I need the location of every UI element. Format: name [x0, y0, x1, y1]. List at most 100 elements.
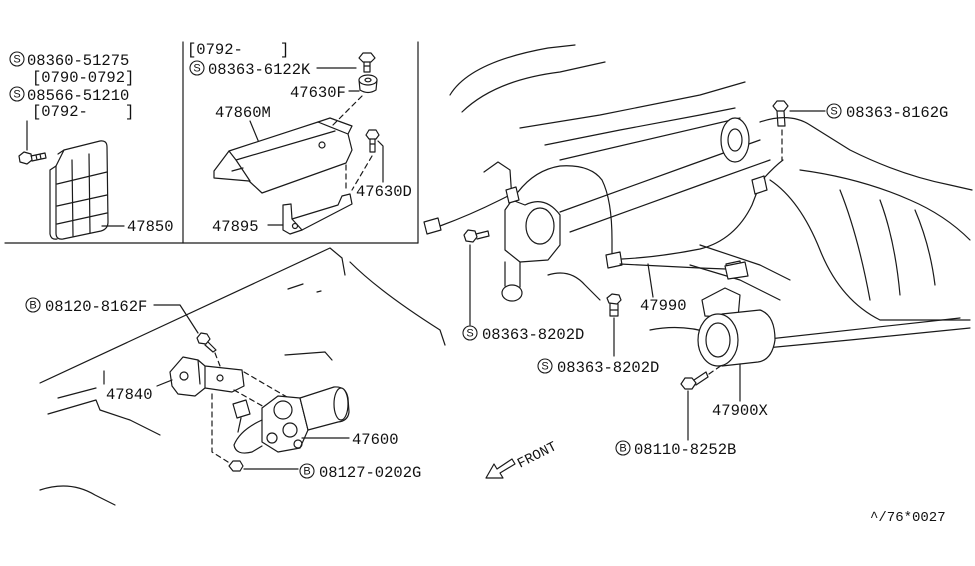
harness-connector [751, 175, 768, 195]
grommet-assembly-line [329, 95, 363, 129]
clip-drawing [365, 129, 380, 153]
harness-wire [517, 165, 613, 257]
period-center-inset: [0792- ] [187, 41, 289, 59]
actuator-pigtail [233, 417, 263, 454]
actuator-bracket-hole [179, 371, 189, 381]
bracket-outline [282, 193, 353, 235]
part-number-bracket-bolt: 08120-8162F [45, 298, 147, 316]
floor-tunnel-line [349, 261, 446, 346]
unit-bolt-drawing [18, 151, 47, 165]
marker-circle [9, 86, 25, 102]
marker-letter: B [303, 466, 310, 478]
harness-drawing [423, 159, 784, 277]
part-number-upper-bolt: 08360-51275 [27, 52, 129, 70]
cover-slot [231, 167, 244, 172]
bolt-shank [693, 371, 709, 386]
s-marker: S [189, 60, 205, 76]
floor-inner-line [57, 370, 105, 399]
frame-member-line [559, 117, 741, 161]
bolt-shank [475, 230, 490, 240]
actuator-assembly-line [243, 371, 293, 401]
actuator-bolt-drawing [228, 460, 244, 472]
transmission-housing-lower [769, 179, 971, 321]
bolt-shank [30, 152, 47, 162]
marker-letter: B [29, 300, 36, 312]
front-arrow-icon [485, 458, 516, 479]
b-marker: B [615, 440, 631, 456]
actuator-gear-cover [273, 400, 293, 420]
marker-circle [615, 440, 631, 456]
harness-leader-line [647, 263, 654, 298]
frame-member-line [544, 107, 736, 146]
floor-panel [39, 247, 446, 506]
marker-letter: S [13, 54, 20, 66]
sensor-bolt-drawing [680, 371, 709, 390]
actuator-motor-cap [333, 387, 349, 421]
chassis-drawing [449, 44, 973, 351]
s-marker: S [9, 51, 25, 67]
part-number-harness-bolt-left: 08363-8202D [482, 326, 584, 344]
actuator-boss [293, 439, 303, 449]
part-number-sensor: 47900X [712, 402, 769, 420]
marker-circle [537, 358, 553, 374]
body-panel-line [461, 61, 606, 113]
harness-connector [505, 186, 520, 204]
cross-member-flange-inner [727, 128, 743, 152]
unit-side-face [49, 149, 65, 240]
harness-wire [621, 191, 758, 260]
sensor-bore [705, 322, 731, 358]
diagram-code: ^/76*0027 [870, 510, 946, 526]
part-number-bracket: 47895 [212, 218, 259, 236]
body-panel-line [449, 44, 576, 96]
actuator-bracket-bend [197, 359, 206, 389]
clip-leader-line [377, 140, 384, 183]
harness-clip [605, 251, 623, 269]
actuator-bolt-assembly-line [211, 393, 229, 463]
floor-ridge-line [284, 351, 333, 361]
center-inset: [0792- ] S 08363-6122K 47630F 47860M [187, 41, 412, 236]
part-number-clip: 47630D [356, 183, 412, 201]
marker-circle [299, 463, 315, 479]
bolt-head [680, 377, 697, 390]
part-number-sensor-bolt: 08110-8252B [634, 441, 736, 459]
harness-wire [439, 195, 509, 227]
part-number-harness-bolt-lower: 08363-8202D [557, 359, 659, 377]
bolt-head [772, 100, 789, 112]
part-number-cover: 47860M [215, 104, 271, 122]
clip-assembly-line [351, 155, 373, 191]
part-number-actuator: 47600 [352, 431, 399, 449]
bolt-head [18, 151, 33, 165]
bolt-shank [609, 303, 619, 317]
bolt-shank [204, 341, 217, 353]
b-marker: B [299, 463, 315, 479]
part-number-actuator-bracket: 47840 [106, 386, 153, 404]
marker-circle [25, 297, 41, 313]
marker-circle [189, 60, 205, 76]
bracket-drawing [282, 193, 353, 235]
floor-mark [287, 283, 322, 293]
part-number-frame-bolt: 08363-8162G [846, 104, 948, 122]
part-number-lower-bolt: 08566-51210 [27, 87, 129, 105]
transmission-flange [744, 317, 971, 351]
harness-wire [763, 159, 784, 179]
harness-connector [423, 217, 442, 235]
harness-wire [619, 263, 727, 270]
transmission-housing-mid [799, 169, 971, 241]
marker-letter: S [13, 89, 20, 101]
bolt-head [228, 460, 244, 472]
cover-bolt-drawing [358, 52, 376, 73]
cross-member-flange [720, 117, 750, 163]
grommet-top [358, 74, 378, 86]
bracket-bolt-assembly-line [214, 352, 221, 367]
grommet-drawing [358, 74, 378, 94]
bolt-shank [776, 110, 786, 127]
period-upper-bolt: [0790-0792] [32, 69, 134, 87]
s-marker: S [462, 325, 478, 341]
s-marker: S [826, 103, 842, 119]
actuator-assembly-line [233, 389, 267, 409]
marker-letter: S [541, 361, 548, 373]
marker-circle [9, 51, 25, 67]
actuator-boss [266, 432, 278, 444]
transfer-mount-boss [525, 207, 555, 245]
actuator-drawing [232, 386, 350, 454]
